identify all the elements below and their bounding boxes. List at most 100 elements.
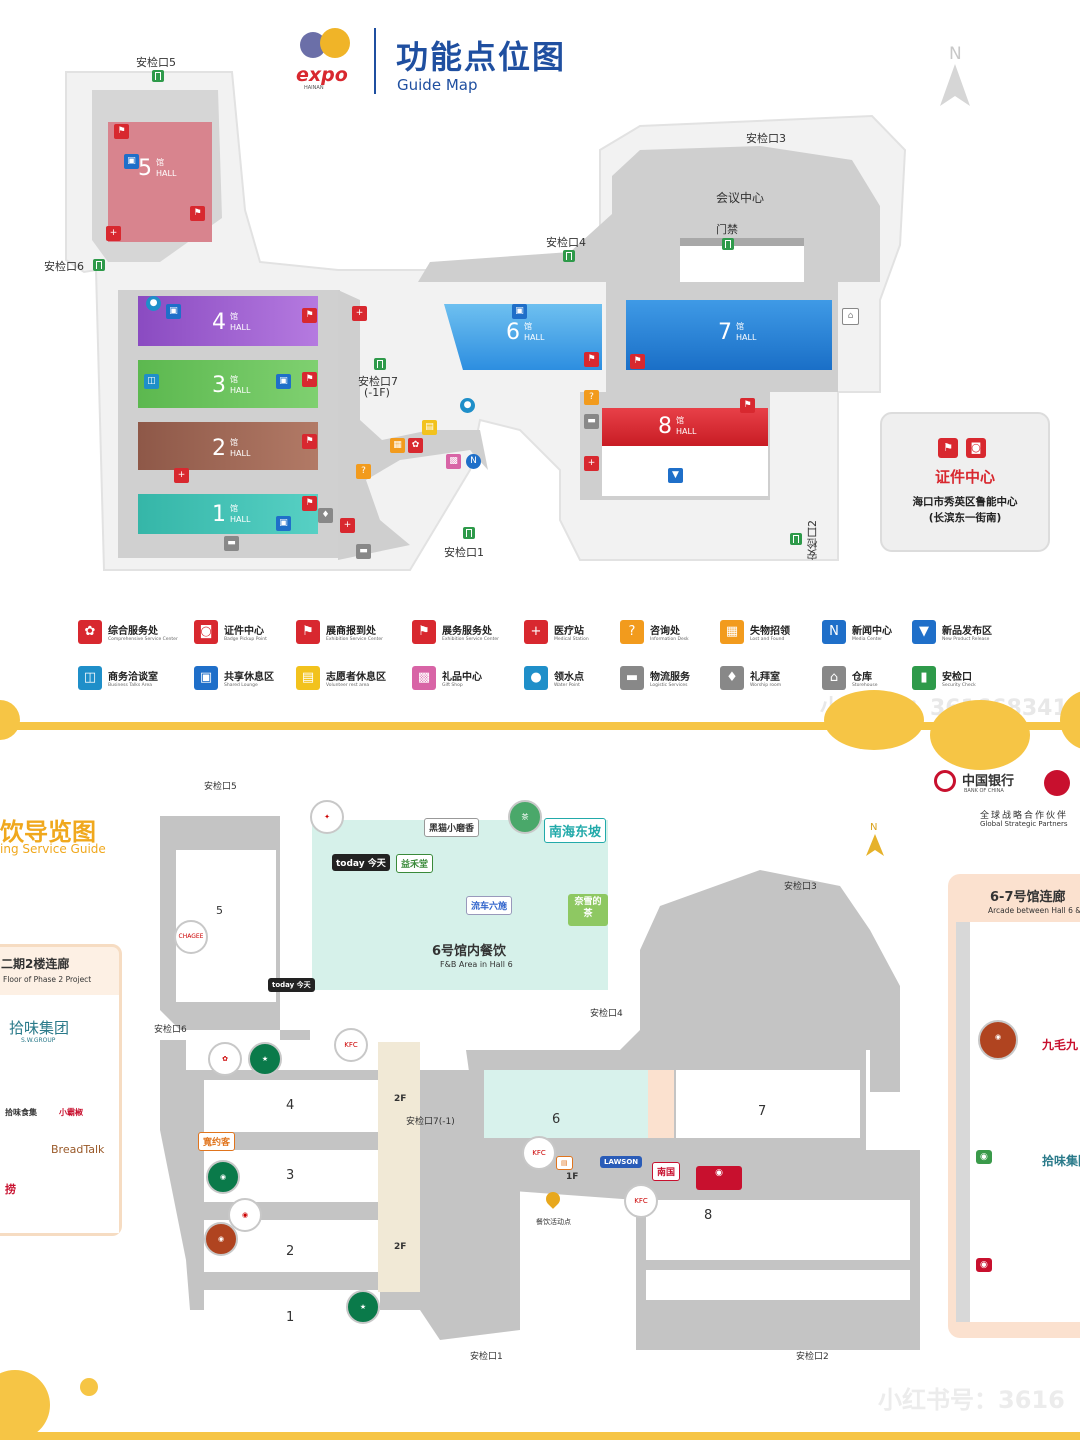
gift-icon: ▩ [446, 454, 461, 469]
legend-label: 领水点 [554, 672, 584, 683]
brand-sign[interactable]: ▤ [556, 1156, 573, 1170]
storehouse-icon: ⌂ [842, 308, 859, 325]
north-arrow-icon: N [938, 44, 972, 110]
brand-naixue[interactable]: 奈雪的茶 [568, 894, 608, 926]
brand-pin-icon[interactable]: ◉ [978, 1020, 1018, 1060]
exhibit-service-icon: ⚑ [412, 620, 436, 644]
brand-kfc-pin[interactable]: KFC [624, 1184, 658, 1218]
hall-6-label: 6 [552, 1112, 561, 1127]
brand-breadtalk[interactable]: BreadTalk [51, 1143, 105, 1156]
badge-center-title: 证件中心 [934, 468, 995, 486]
legend-sublabel: Shared Lounge [224, 683, 258, 688]
hall-2[interactable]: 2 馆 HALL [138, 422, 318, 470]
talk-icon: ◫ [144, 374, 159, 389]
checkpoint-4-label: 安检口4 [546, 236, 586, 249]
legend-sublabel: Logistic Services [650, 683, 688, 688]
legend-label: 志愿者休息区 [326, 672, 386, 683]
truck-icon: ▬ [584, 414, 599, 429]
brand-pin-icon[interactable]: ◉ [204, 1222, 238, 1256]
hall6-fnb-subtitle: F&B Area in Hall 6 [440, 960, 513, 969]
section-divider [0, 722, 1080, 730]
checkpoint-5-label: 安检口5 [136, 56, 176, 69]
security-icon [563, 250, 575, 262]
security-icon [463, 527, 475, 539]
hall-5[interactable]: 5 馆 HALL [108, 122, 212, 242]
badge-center-card[interactable]: ⚑ ◙ 证件中心 海口市秀英区鲁能中心 (长滨东一街南) [880, 412, 1050, 552]
hall-8[interactable]: 8 馆 HALL [602, 408, 768, 446]
brand-nanguo[interactable]: 南国 [652, 1162, 681, 1181]
fnb-guide-subtitle: ing Service Guide [0, 842, 106, 856]
brand-sign[interactable]: ◉ [976, 1150, 992, 1164]
hall-8-label: 8 [704, 1208, 713, 1223]
brand-shiwei-shiji[interactable]: 拾味食集 [5, 1108, 37, 1117]
checkin-icon: ⚑ [296, 620, 320, 644]
brand-luhua[interactable]: 流车六施 [466, 896, 513, 915]
checkpoint-6-label: 安检口6 [44, 260, 84, 273]
legend-sublabel: Volunteer rest area [326, 683, 370, 688]
bm-checkpoint-5: 安检口5 [204, 782, 237, 792]
brand-dilao[interactable]: 捞 [5, 1183, 16, 1196]
legend-label: 展商报到处 [326, 626, 376, 637]
question-icon: ? [356, 464, 371, 479]
brand-heimao[interactable]: 黑猫小磨香 [424, 818, 480, 837]
hall6-fnb-title: 6号馆内餐饮 [432, 944, 507, 959]
brand-chagee-pin[interactable]: CHAGEE [174, 920, 208, 954]
hall-3[interactable]: 3 馆 HALL [138, 360, 318, 408]
lounge-icon: ▣ [166, 304, 181, 319]
phase2-panel[interactable]: 二期2楼连廊 Floor of Phase 2 Project 拾味集团 S.W… [0, 944, 122, 1236]
brand-starbucks-pin[interactable]: ★ [248, 1042, 282, 1076]
brand-pin-icon[interactable]: ✦ [310, 800, 344, 834]
legend-label: 物流服务 [650, 672, 690, 683]
brand-kfc-pin[interactable]: KFC [522, 1136, 556, 1170]
brand-today[interactable]: today 今天 [332, 854, 390, 871]
security-icon [722, 238, 734, 250]
sponsor: 中国银行 BANK OF CHINA 全球战略合作伙伴 Global Strat… [934, 766, 1080, 832]
truck-icon: ▬ [224, 536, 239, 551]
medical-icon: + [584, 456, 599, 471]
brand-jiumao[interactable]: 九毛九 [1038, 1034, 1080, 1055]
brand-pin-icon[interactable]: ◉ [206, 1160, 240, 1194]
medical-icon: + [352, 306, 367, 321]
hall-7[interactable]: 7 馆 HALL [626, 300, 832, 370]
lounge-icon: ▣ [276, 374, 291, 389]
checkin-icon: ⚑ [938, 438, 958, 458]
hall6-fnb-area[interactable]: 6号馆内餐饮 F&B Area in Hall 6 [312, 820, 608, 990]
lounge-icon: ▣ [512, 304, 527, 319]
brand-swgroup[interactable]: 拾味集团 [1038, 1150, 1080, 1171]
hall-1[interactable]: 1 馆 HALL [138, 494, 318, 534]
brand-nanhai-dongpo[interactable]: 南海东坡 [544, 818, 607, 843]
lost-found-icon: ▦ [390, 438, 405, 453]
security-icon [790, 533, 802, 545]
floor-1f-label: 1F [566, 1172, 579, 1182]
brand-swgroup[interactable]: 拾味集团 [9, 1019, 70, 1037]
page-title: 功能点位图 [396, 38, 567, 76]
brand-pin-icon[interactable]: 茶 [508, 800, 542, 834]
service-icon: ✿ [78, 620, 102, 644]
page-subtitle: Guide Map [397, 76, 478, 94]
bank-logo-icon [934, 770, 956, 792]
brand-sign[interactable]: ◉ [976, 1258, 992, 1272]
arcade-panel[interactable]: 6-7号馆连廊 Arcade between Hall 6 & 九毛九 拾味集团… [948, 874, 1080, 1338]
brand-yihetang[interactable]: 益禾堂 [396, 854, 434, 873]
brand-pin-icon[interactable]: ◉ [228, 1198, 262, 1232]
brand-kfc-pin[interactable]: KFC [334, 1028, 368, 1062]
hall-4-label: 4 [286, 1098, 295, 1113]
brand-pin-icon[interactable]: ✿ [208, 1042, 242, 1076]
brand-today-sign[interactable]: today 今天 [268, 978, 315, 992]
hall-4[interactable]: 4 馆 HALL [138, 296, 318, 346]
legend-label: 共享休息区 [224, 672, 274, 683]
decor-bubble [0, 700, 20, 740]
brand-lawson[interactable]: LAWSON [600, 1156, 643, 1168]
brand-sign[interactable]: ◉ [696, 1166, 742, 1190]
floor-2f-label: 2F [394, 1094, 407, 1104]
brand-haoyueke[interactable]: 寬约客 [198, 1132, 236, 1151]
security-icon [374, 358, 386, 370]
decor-bubble [930, 700, 1030, 770]
legend-label: 医疗站 [554, 626, 584, 637]
brand-xiaomanjiu[interactable]: 小霸椒 [59, 1108, 83, 1117]
brand-starbucks-pin[interactable]: ★ [346, 1290, 380, 1324]
question-icon: ? [584, 390, 599, 405]
